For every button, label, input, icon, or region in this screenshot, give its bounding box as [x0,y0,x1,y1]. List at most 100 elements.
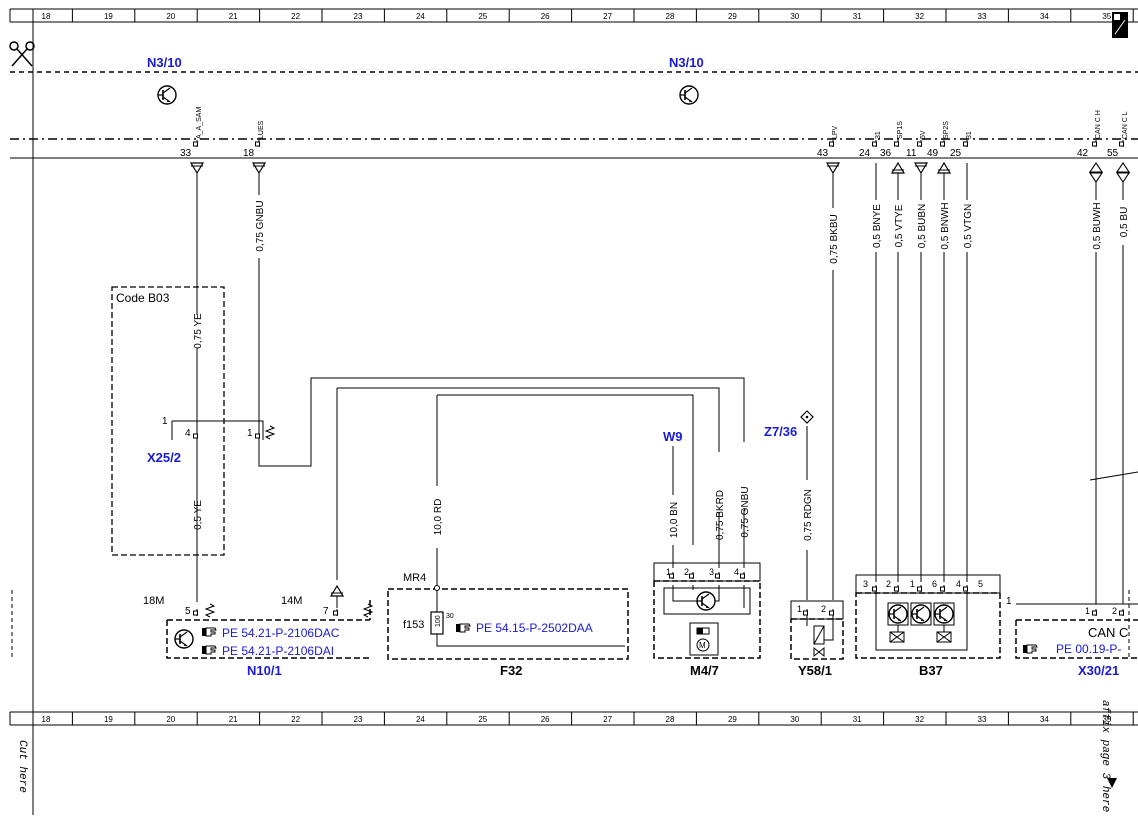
svg-text:18: 18 [243,148,255,159]
svg-text:4: 4 [734,567,739,577]
wire-label: 0,75 YE [193,313,204,349]
wire-label: 0,75 GNBU [740,486,751,537]
svg-text:f153: f153 [403,619,424,631]
svg-text:1: 1 [162,416,168,427]
grid-column-number: 18 [42,12,51,21]
svg-text:43: 43 [817,148,829,159]
svg-text:42: 42 [1077,148,1089,159]
wire-label: 0,75 RDGN [803,489,814,541]
grid-column-number: 28 [666,715,675,724]
wire-label: 10,0 RD [433,499,444,536]
component-b37: 3 2 1 6 4 5 B37 [855,574,1001,678]
pin-33: A_A_SAM 33 [180,107,203,159]
svg-text:31: 31 [875,131,882,139]
signal-in-arrow [252,162,266,174]
svg-text:1: 1 [666,567,671,577]
svg-text:24: 24 [859,148,871,159]
grid-column-number: 30 [790,715,799,724]
svg-text:1: 1 [910,579,915,589]
svg-text:M: M [699,641,706,650]
svg-text:4: 4 [185,428,191,439]
svg-text:2: 2 [886,579,891,589]
wire-label: 0,5 VTGN [963,204,974,248]
component-f32: MR4 100 f153 30 PE 54.15-P-2502DAA F32 [387,572,629,678]
svg-text:CAN C L: CAN C L [1122,111,1129,139]
svg-text:14M: 14M [281,595,302,607]
wire-label: 0,5 VTYE [894,204,905,247]
code-b03-label: Code B03 [116,291,170,305]
grid-column-number: 35 [1102,12,1111,21]
grid-column-number: 32 [915,12,924,21]
wire-labels: 0,75 YE 0,75 GNBU 0,5 YE 0,75 BKBU 0,5 B… [193,200,1130,540]
svg-text:LUES: LUES [258,120,265,139]
svg-text:49: 49 [927,148,939,159]
signal-in-arrow [826,162,840,174]
svg-text:1: 1 [247,428,253,439]
grid-column-number: 35 [1102,715,1111,724]
grid-column-number: 24 [416,12,425,21]
cut-here-note: Cut here [16,740,28,793]
component-x30-21: 1 1 2 CAN C PE 00.19-P- X30/21 [1006,596,1138,678]
wire-label: 0,5 BUBN [917,204,928,248]
signal-in-arrow [190,162,204,174]
wire-lines [196,163,1138,604]
svg-text:36: 36 [880,148,892,159]
svg-text:LPV: LPV [832,125,839,139]
svg-text:5: 5 [185,606,191,617]
grid-column-number: 20 [166,715,175,724]
svg-text:55: 55 [1107,148,1119,159]
pin-18: LUES 18 [243,120,265,159]
grid-column-number: 21 [229,715,238,724]
grid-column-number: 28 [666,12,675,21]
component-y58-1: 1 2 Y58/1 [790,600,844,678]
transistor-icon [679,85,699,105]
svg-text:1: 1 [1006,596,1012,607]
svg-text:30: 30 [446,613,454,620]
grid-column-number: 20 [166,12,175,21]
grid-column-number: 34 [1040,715,1049,724]
svg-text:2: 2 [821,604,826,614]
svg-text:A_A_SAM: A_A_SAM [196,107,203,139]
grid-column-number: 33 [978,12,987,21]
grid-column-number: 29 [728,715,737,724]
svg-text:2: 2 [684,567,689,577]
affix-arrow-icon [1107,778,1117,788]
can-bidir-arrow [1089,162,1103,183]
pin-24: 31 24 [859,131,882,159]
wire-label: 0,75 BKRD [715,490,726,540]
grid-column-number: 23 [354,715,363,724]
pointing-hand-icon [455,623,471,633]
grid-column-number: 24 [416,715,425,724]
component-m4-7-label: M4/7 [690,663,719,678]
component-m4-7: 1 2 3 4 M M4/7 [653,562,761,678]
component-n10-1-label: N10/1 [247,663,282,678]
grid-column-number: 30 [790,12,799,21]
control-unit-n3-10-left: N3/10 [147,55,182,70]
scissors-icon [9,41,35,67]
grid-column-number: 32 [915,715,924,724]
grid-column-number: 18 [42,715,51,724]
pointing-hand-icon [201,627,217,637]
svg-text:4: 4 [956,579,961,589]
wire-label: 0,5 BUWH [1092,202,1103,249]
svg-text:MR4: MR4 [403,572,426,584]
pin-55: CAN C L 55 [1107,111,1129,159]
grid-column-number: 27 [603,12,612,21]
component-x30-21-label: X30/21 [1078,663,1119,678]
signal-out-arrow [937,162,951,174]
grid-column-number: 26 [541,12,550,21]
pin-49: SP2S 49 [927,121,950,159]
svg-text:6: 6 [932,579,937,589]
can-bidir-arrow [1116,162,1130,183]
connector-x25-2: 1 4 1 X25/2 [147,416,275,465]
grid-column-number: 31 [853,715,862,724]
reference-link: PE 54.21-P-2106DAC [222,626,340,640]
svg-text:5: 5 [978,579,983,589]
svg-text:33: 33 [180,148,192,159]
wire-label: 0,75 GNBU [255,200,266,251]
pin-36: SP1S 36 [880,121,904,159]
affix-page-note: affix page 3 here [1099,700,1111,812]
